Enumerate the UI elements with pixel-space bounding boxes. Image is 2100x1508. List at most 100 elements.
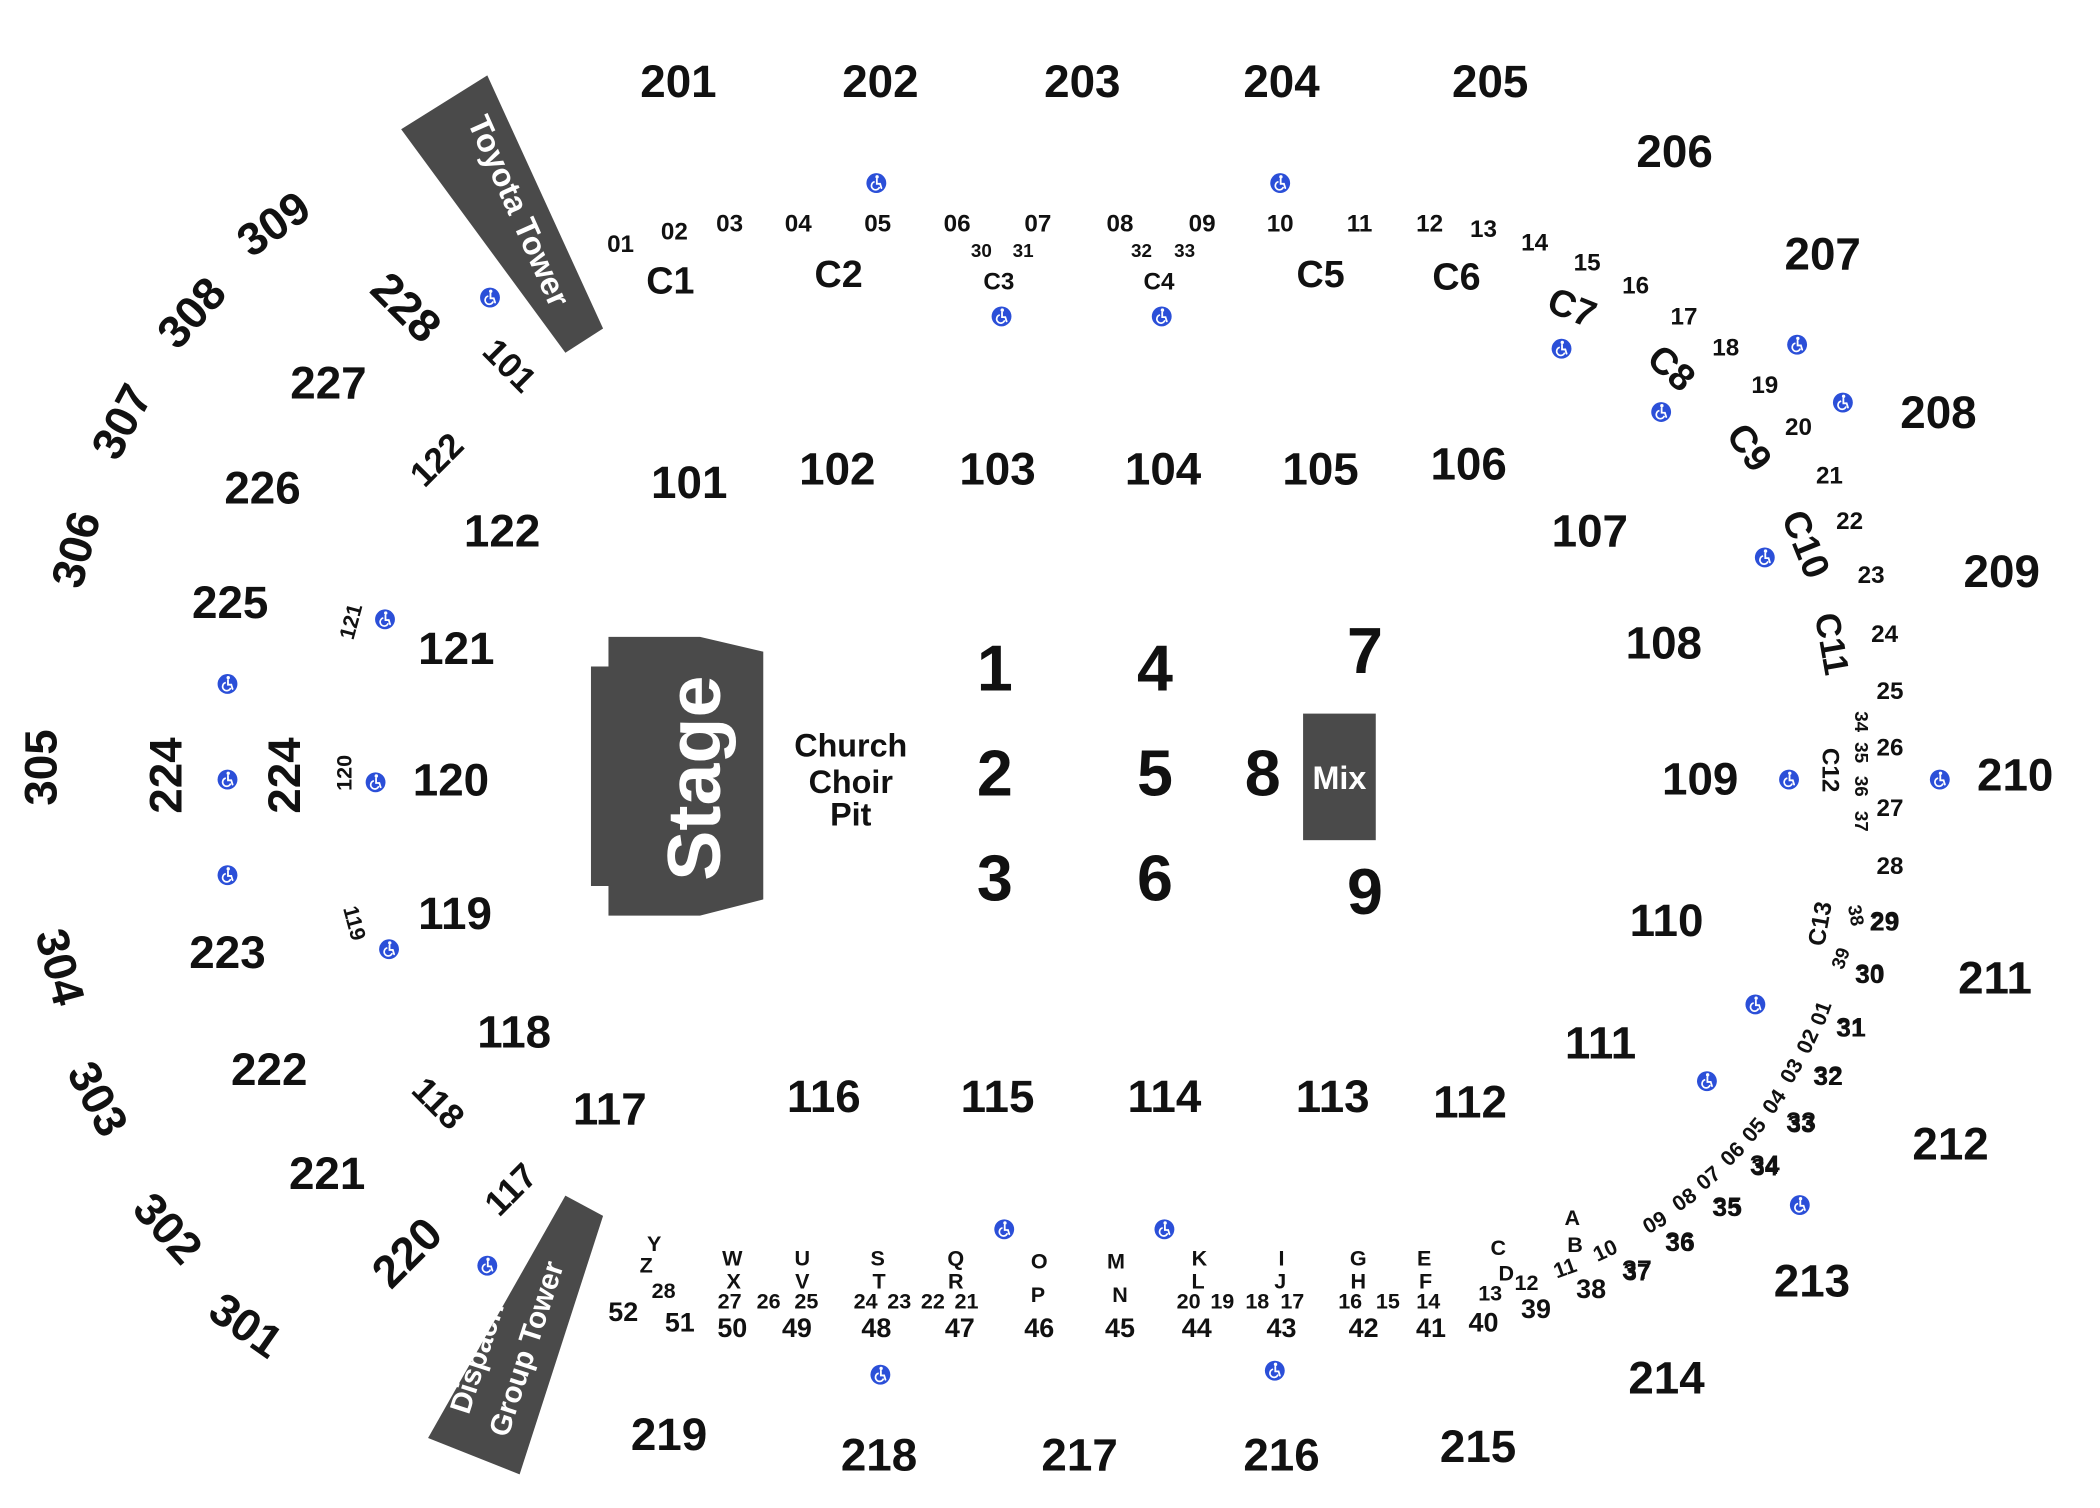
floor-section[interactable]: 7 <box>1347 615 1383 687</box>
section-305[interactable]: 305 <box>16 729 67 805</box>
wheelchair-accessible-icon[interactable] <box>869 1363 892 1386</box>
section-213[interactable]: 213 <box>1774 1256 1850 1307</box>
section-120[interactable]: 120 <box>413 755 489 806</box>
dispatch-tower[interactable]: Dispach Media Group Tower <box>428 1195 604 1475</box>
wheelchair-accessible-icon[interactable] <box>1650 401 1672 423</box>
section-304[interactable]: 304 <box>25 923 94 1010</box>
wheelchair-accessible-icon[interactable] <box>216 768 239 791</box>
floor-section[interactable]: 8 <box>1245 738 1281 810</box>
wheelchair-accessible-icon[interactable] <box>1778 768 1800 791</box>
section-108[interactable]: 108 <box>1626 617 1702 668</box>
wheelchair-accessible-icon[interactable] <box>364 771 387 794</box>
courtside-c1[interactable]: C1 <box>646 260 694 302</box>
section-109[interactable]: 109 <box>1662 753 1738 804</box>
courtside-c3[interactable]: C3 <box>983 268 1014 295</box>
wheelchair-accessible-icon[interactable] <box>1744 993 1767 1016</box>
courtside-c9[interactable]: C9 <box>1719 415 1781 479</box>
section-217[interactable]: 217 <box>1041 1429 1117 1480</box>
section-121[interactable]: 121 <box>418 623 494 674</box>
wheelchair-accessible-icon[interactable] <box>1928 768 1951 791</box>
section-216[interactable]: 216 <box>1243 1429 1319 1480</box>
section-306[interactable]: 306 <box>42 506 111 593</box>
section-218[interactable]: 218 <box>841 1429 917 1480</box>
section-221[interactable]: 221 <box>289 1148 365 1199</box>
section-215[interactable]: 215 <box>1440 1421 1516 1472</box>
floor-section[interactable]: 6 <box>1137 843 1173 915</box>
wheelchair-accessible-icon[interactable] <box>476 1254 499 1277</box>
section-116[interactable]: 116 <box>787 1071 861 1122</box>
section-122[interactable]: 122 <box>464 506 540 557</box>
section-106[interactable]: 106 <box>1430 438 1506 489</box>
section-303[interactable]: 303 <box>57 1053 138 1144</box>
wheelchair-accessible-icon[interactable] <box>990 305 1013 328</box>
courtside-c4[interactable]: C4 <box>1144 268 1175 295</box>
wheelchair-accessible-icon[interactable] <box>216 864 239 887</box>
wheelchair-accessible-icon[interactable] <box>1263 1359 1286 1382</box>
section-206[interactable]: 206 <box>1636 126 1712 177</box>
section-210[interactable]: 210 <box>1977 749 2053 800</box>
courtside-c12[interactable]: C12 <box>1817 748 1844 792</box>
section-224-outer[interactable]: 224 <box>141 737 192 814</box>
section-110[interactable]: 110 <box>1630 895 1704 946</box>
floor-section[interactable]: 4 <box>1137 633 1173 705</box>
courtside-c13[interactable]: C13 <box>1803 900 1837 948</box>
section-302[interactable]: 302 <box>123 1183 212 1274</box>
section-117[interactable]: 117 <box>573 1083 647 1134</box>
section-211[interactable]: 211 <box>1958 953 2032 1004</box>
wheelchair-accessible-icon[interactable] <box>479 286 501 309</box>
wheelchair-accessible-icon[interactable] <box>1832 391 1854 414</box>
wheelchair-accessible-icon[interactable] <box>865 172 888 194</box>
courtside-c10[interactable]: C10 <box>1774 504 1839 584</box>
wheelchair-accessible-icon[interactable] <box>1753 546 1776 569</box>
section-101[interactable]: 101 <box>651 457 727 508</box>
section-224-inner[interactable]: 224 <box>259 737 310 814</box>
section-227[interactable]: 227 <box>290 358 366 409</box>
section-104[interactable]: 104 <box>1125 444 1202 495</box>
section-201[interactable]: 201 <box>640 56 716 107</box>
section-307[interactable]: 307 <box>81 376 162 467</box>
section-204[interactable]: 204 <box>1243 56 1320 107</box>
wheelchair-accessible-icon[interactable] <box>378 938 400 961</box>
section-105[interactable]: 105 <box>1282 444 1358 495</box>
section-118[interactable]: 118 <box>477 1007 551 1058</box>
floor-section[interactable]: 1 <box>977 633 1013 705</box>
stage[interactable]: Stage <box>590 636 764 916</box>
wheelchair-accessible-icon[interactable] <box>1788 1194 1811 1216</box>
section-113[interactable]: 113 <box>1296 1071 1370 1122</box>
floor-section[interactable]: 3 <box>977 843 1013 915</box>
floor-section[interactable]: 5 <box>1137 738 1173 810</box>
section-208[interactable]: 208 <box>1900 387 1976 438</box>
floor-section[interactable]: 2 <box>977 738 1013 810</box>
section-228[interactable]: 228 <box>361 262 451 352</box>
wheelchair-accessible-icon[interactable] <box>1786 333 1808 356</box>
courtside-c5[interactable]: C5 <box>1296 253 1344 295</box>
section-212[interactable]: 212 <box>1912 1118 1988 1169</box>
section-102[interactable]: 102 <box>799 444 875 495</box>
section-309[interactable]: 309 <box>228 181 320 267</box>
section-214[interactable]: 214 <box>1628 1353 1705 1404</box>
section-209[interactable]: 209 <box>1964 546 2040 597</box>
section-115[interactable]: 115 <box>961 1071 1035 1122</box>
section-107[interactable]: 107 <box>1552 506 1628 557</box>
section-103[interactable]: 103 <box>959 444 1035 495</box>
courtside-c6[interactable]: C6 <box>1432 255 1480 297</box>
courtside-c8[interactable]: C8 <box>1640 336 1704 399</box>
section-223[interactable]: 223 <box>189 927 265 978</box>
section-222[interactable]: 222 <box>231 1044 307 1095</box>
wheelchair-accessible-icon[interactable] <box>1550 337 1573 360</box>
section-205[interactable]: 205 <box>1452 56 1528 107</box>
section-207[interactable]: 207 <box>1785 228 1861 279</box>
wheelchair-accessible-icon[interactable] <box>216 673 239 695</box>
section-203[interactable]: 203 <box>1044 56 1120 107</box>
section-220[interactable]: 220 <box>362 1208 452 1298</box>
section-114[interactable]: 114 <box>1128 1071 1202 1122</box>
wheelchair-accessible-icon[interactable] <box>1696 1070 1718 1093</box>
wheelchair-accessible-icon[interactable] <box>1150 305 1173 328</box>
wheelchair-accessible-icon[interactable] <box>1269 172 1292 194</box>
section-111[interactable]: 111 <box>1565 1017 1636 1068</box>
section-308[interactable]: 308 <box>147 267 236 358</box>
wheelchair-accessible-icon[interactable] <box>993 1218 1016 1241</box>
wheelchair-accessible-icon[interactable] <box>1153 1218 1176 1241</box>
courtside-c7[interactable]: C7 <box>1542 279 1602 336</box>
section-225[interactable]: 225 <box>192 577 268 628</box>
